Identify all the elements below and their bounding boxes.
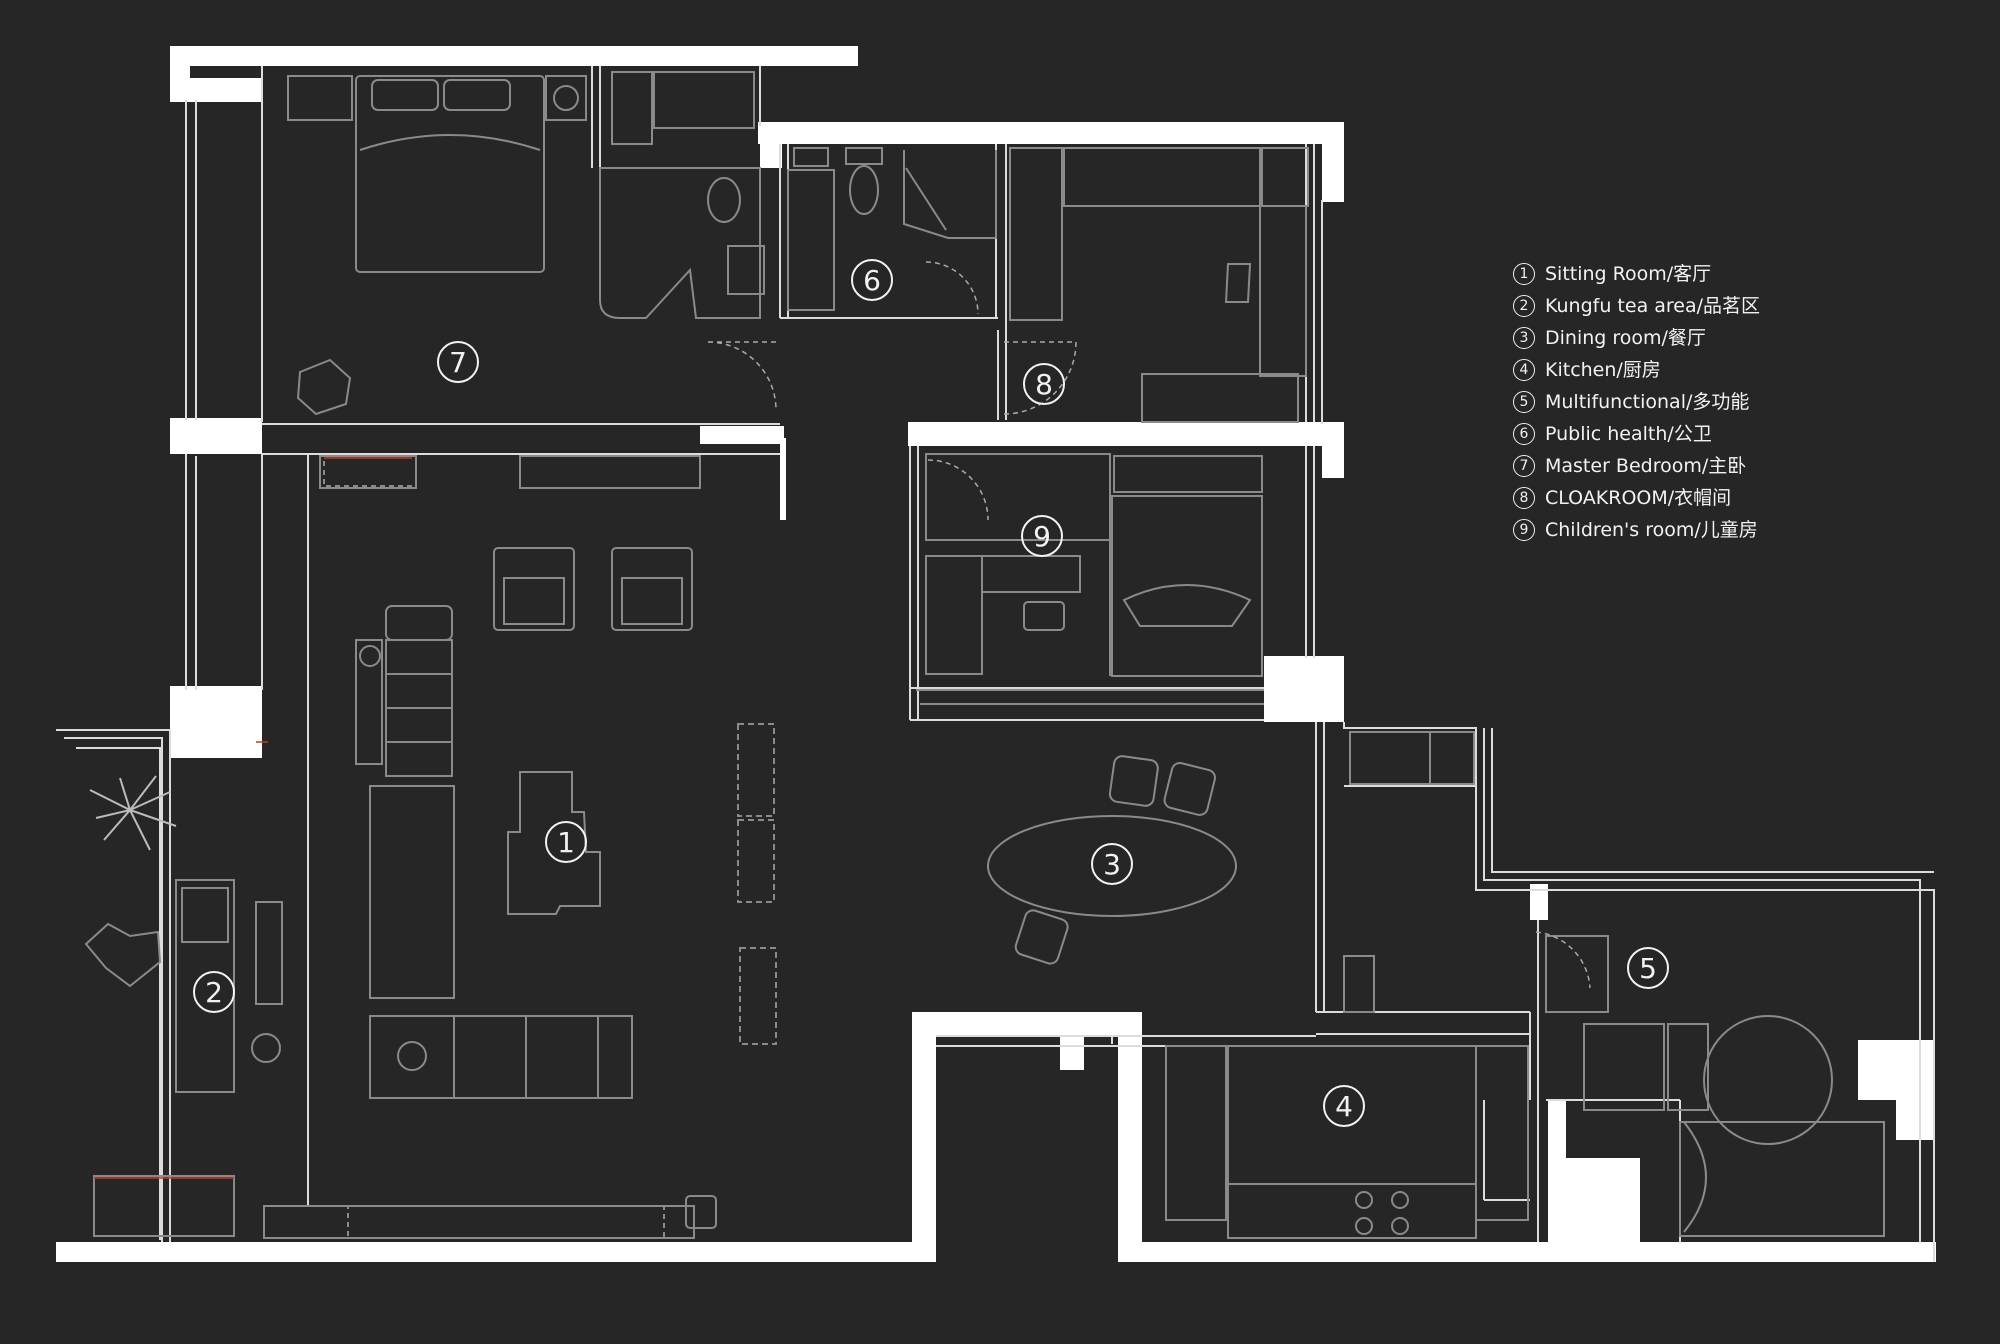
legend-label: Kungfu tea area/品茗区: [1545, 295, 1761, 317]
legend-item-master-bedroom: 7 Master Bedroom/主卧: [1513, 450, 1760, 482]
room-marker-9: 9: [1033, 520, 1051, 553]
legend-label: Public health/公卫: [1545, 423, 1712, 445]
master-bathroom: [599, 71, 765, 319]
legend-item-public-health: 6 Public health/公卫: [1513, 418, 1760, 450]
room-markers: 1 2 3 4 5 6 7 8 9: [193, 259, 1669, 1127]
door-bedroom: [707, 341, 777, 411]
master-bed: [287, 75, 587, 273]
cloakroom-shelves: [1009, 147, 1309, 423]
legend-number: 3: [1513, 327, 1535, 349]
legend-item-kitchen: 4 Kitchen/厨房: [1513, 354, 1760, 386]
legend-item-childrens-room: 9 Children's room/儿童房: [1513, 514, 1760, 546]
room-marker-circle: [1323, 1085, 1365, 1127]
decor-screen: [737, 723, 777, 1045]
legend-item-cloakroom: 8 CLOAKROOM/衣帽间: [1513, 482, 1760, 514]
room-marker-1: 1: [557, 826, 575, 859]
room-marker-circle: [1023, 363, 1065, 405]
room-marker-circle: [1021, 515, 1063, 557]
legend-label: Dining room/餐厅: [1545, 327, 1706, 349]
room-marker-5: 5: [1639, 952, 1657, 985]
legend-number: 6: [1513, 423, 1535, 445]
legend-number: 5: [1513, 391, 1535, 413]
room-marker-circle: [193, 971, 235, 1013]
tea-plant: [89, 775, 177, 851]
door-multi: [1535, 931, 1591, 989]
walls: [56, 46, 1936, 1262]
door-children: [927, 459, 989, 521]
furniture: [84, 71, 1885, 1239]
legend-item-multifunctional: 5 Multifunctional/多功能: [1513, 386, 1760, 418]
legend-label: CLOAKROOM/衣帽间: [1545, 487, 1732, 509]
wardrobe-cabinet: [323, 455, 665, 1239]
legend-item-dining-room: 3 Dining room/餐厅: [1513, 322, 1760, 354]
legend-number: 2: [1513, 295, 1535, 317]
legend-label: Master Bedroom/主卧: [1545, 455, 1747, 477]
room-marker-circle: [851, 259, 893, 301]
room-marker-7: 7: [449, 346, 467, 379]
doors: [707, 261, 1591, 989]
wall-top-bath: [758, 122, 1344, 144]
dining-table: [987, 755, 1237, 965]
children-room: [916, 453, 1264, 705]
multifunctional-room: [1545, 935, 1885, 1237]
room-marker-2: 2: [205, 976, 223, 1009]
room-marker-4: 4: [1335, 1090, 1353, 1123]
room-marker-3: 3: [1103, 848, 1121, 881]
sofa: [355, 605, 633, 1099]
accent-markers: [94, 457, 412, 1179]
legend-number: 9: [1513, 519, 1535, 541]
legend-number: 1: [1513, 263, 1535, 285]
legend-number: 4: [1513, 359, 1535, 381]
room-marker-6: 6: [863, 264, 881, 297]
bedroom-armchair: [296, 358, 352, 416]
wall-top-bedroom: [170, 46, 858, 66]
room-marker-8: 8: [1035, 368, 1053, 401]
legend-number: 7: [1513, 455, 1535, 477]
door-bath: [925, 261, 979, 315]
legend-label: Children's room/儿童房: [1545, 519, 1758, 541]
wall-bottom-living: [56, 1242, 912, 1262]
legend-label: Kitchen/厨房: [1545, 359, 1661, 381]
legend-label: Sitting Room/客厅: [1545, 263, 1712, 285]
legend-item-kungfu-tea-area: 2 Kungfu tea area/品茗区: [1513, 290, 1760, 322]
wall-children-top: [908, 422, 1344, 446]
room-marker-circle: [545, 821, 587, 863]
coffee-table: [507, 771, 601, 915]
legend-item-sitting-room: 1 Sitting Room/客厅: [1513, 258, 1760, 290]
public-bathroom: [787, 147, 997, 311]
legend-number: 8: [1513, 487, 1535, 509]
wall-bottom-kitchen: [1142, 1242, 1936, 1262]
room-marker-circle: [1091, 843, 1133, 885]
lounge-chairs: [493, 547, 693, 631]
room-marker-circle: [1627, 947, 1669, 989]
kitchen: [1165, 731, 1529, 1239]
room-marker-circle: [437, 341, 479, 383]
legend-label: Multifunctional/多功能: [1545, 391, 1750, 413]
